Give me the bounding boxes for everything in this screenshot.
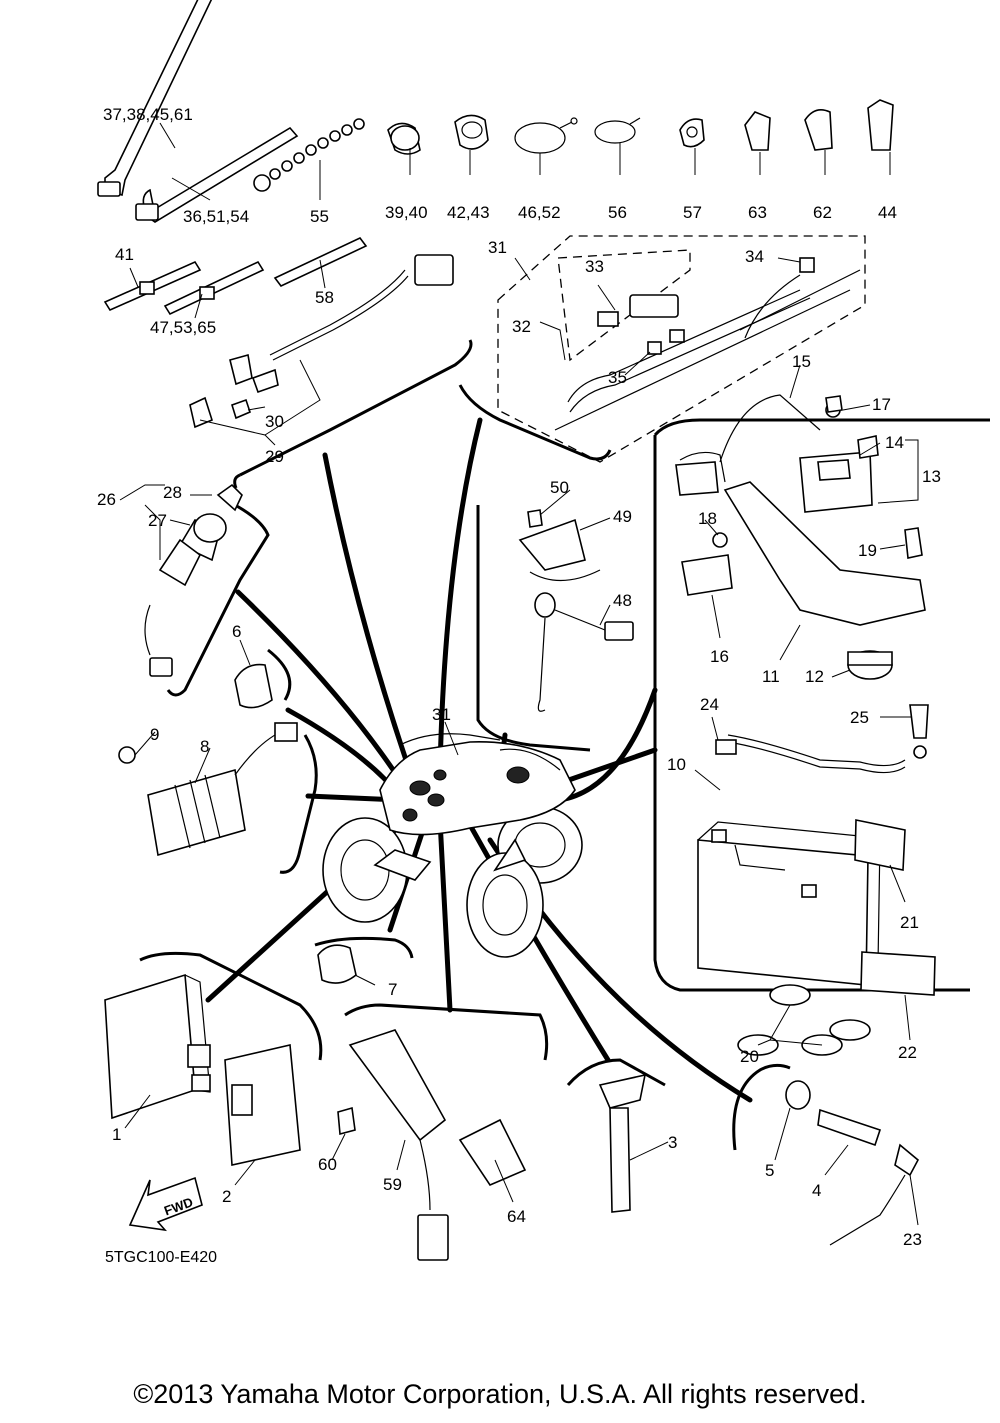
- callout-23: 23: [903, 1230, 922, 1249]
- left-components: [118, 483, 298, 857]
- callout-13: 13: [922, 467, 941, 486]
- callout-56: 56: [608, 203, 627, 222]
- callout-42-43: 42,43: [447, 203, 490, 222]
- callout-34: 34: [745, 247, 764, 266]
- callout-31-box-number: 31: [488, 238, 507, 257]
- harness-subassembly-box: [497, 235, 866, 463]
- fwd-arrow-icon: FWD: [128, 1176, 203, 1232]
- callout-21: 21: [900, 913, 919, 932]
- callout-14: 14: [885, 433, 904, 452]
- callout-8: 8: [200, 737, 209, 756]
- copyright-notice: ©2013 Yamaha Motor Corporation, U.S.A. A…: [133, 1379, 867, 1409]
- callout-numbers: 31 33 32 34 35 30 29 15 17 14 13 18 19 1…: [112, 238, 941, 1249]
- callout-18: 18: [698, 509, 717, 528]
- callout-49-label: 49: [613, 507, 632, 526]
- callout-64: 64: [507, 1207, 526, 1226]
- relay-bracket-assembly: [675, 394, 926, 680]
- callout-29: 29: [265, 447, 284, 466]
- callout-58: 58: [315, 288, 334, 307]
- callout-37-38-45-61: 37,38,45,61: [103, 105, 193, 124]
- callout-31-center-label: 31: [432, 705, 451, 724]
- battery-assembly: [697, 704, 936, 1056]
- callout-1: 1: [112, 1125, 121, 1144]
- callout-55: 55: [310, 207, 329, 226]
- callout-20: 20: [740, 1047, 759, 1066]
- callout-11: 11: [762, 667, 780, 686]
- callout-10: 10: [667, 755, 686, 774]
- callout-25: 25: [850, 708, 869, 727]
- atv-silhouette: [322, 733, 583, 958]
- cable-ties-row: [97, 0, 894, 316]
- callout-labels: 37,38,45,61 36,51,54 55 39,40 42,43 46,5…: [103, 105, 897, 337]
- callout-6: 6: [232, 622, 241, 641]
- callout-35: 35: [608, 368, 627, 387]
- callout-59: 59: [383, 1175, 402, 1194]
- callout-15: 15: [792, 352, 811, 371]
- callout-2: 2: [222, 1187, 231, 1206]
- switch-parts: [518, 509, 634, 712]
- callout-17: 17: [872, 395, 891, 414]
- diagram-code: 5TGC100-E420: [105, 1249, 217, 1266]
- callout-57: 57: [683, 203, 702, 222]
- callout-27: 27: [148, 511, 167, 530]
- callout-12: 12: [805, 667, 824, 686]
- callout-4: 4: [812, 1181, 821, 1200]
- callout-36-51-54: 36,51,54: [183, 207, 249, 226]
- callout-41: 41: [115, 245, 134, 264]
- callout-26-label: 26: [97, 490, 116, 509]
- leader-lines: [119, 122, 919, 1226]
- callout-24: 24: [700, 695, 719, 714]
- callout-63: 63: [748, 203, 767, 222]
- callout-7: 7: [388, 980, 397, 999]
- callout-30: 30: [265, 412, 284, 431]
- callout-labels-extra: 26 31 50 49 48: [97, 478, 632, 724]
- callout-32: 32: [512, 317, 531, 336]
- callout-22: 22: [898, 1043, 917, 1062]
- sub-harness: [189, 254, 454, 429]
- callout-5: 5: [765, 1161, 774, 1180]
- callout-62: 62: [813, 203, 832, 222]
- callout-33: 33: [585, 257, 604, 276]
- callout-16: 16: [710, 647, 729, 666]
- callout-19: 19: [858, 541, 877, 560]
- callout-60: 60: [318, 1155, 337, 1174]
- callout-3: 3: [668, 1133, 677, 1152]
- callout-44: 44: [878, 203, 897, 222]
- callout-46-52: 46,52: [518, 203, 561, 222]
- callout-9: 9: [150, 725, 159, 744]
- callout-28: 28: [163, 483, 182, 502]
- bottom-components: [104, 838, 920, 1261]
- callout-50-label: 50: [550, 478, 569, 497]
- callout-48-label: 48: [613, 591, 632, 610]
- callout-39-40: 39,40: [385, 203, 428, 222]
- callout-47-53-65: 47,53,65: [150, 318, 216, 337]
